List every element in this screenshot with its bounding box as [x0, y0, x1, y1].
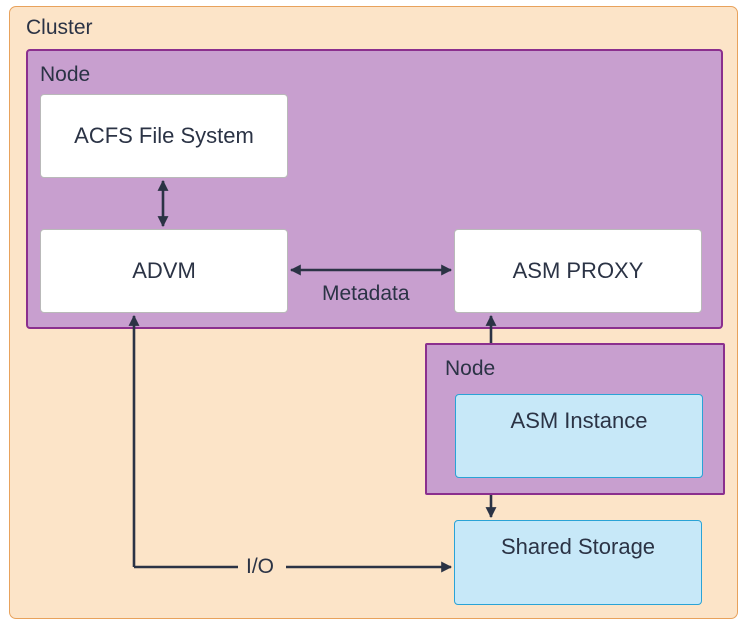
- node-asm-label: Node: [445, 357, 496, 380]
- asm-proxy-box: ASM PROXY: [454, 229, 702, 313]
- advm-label: ADVM: [132, 258, 196, 283]
- acfs-file-system-label: ACFS File System: [74, 123, 254, 148]
- cluster-label: Cluster: [26, 16, 93, 39]
- asm-instance-box: ASM Instance: [455, 394, 703, 478]
- node-top-label: Node: [40, 63, 91, 86]
- metadata-label: Metadata: [322, 282, 410, 305]
- shared-storage-box: Shared Storage: [454, 520, 702, 605]
- io-label: I/O: [246, 555, 275, 578]
- asm-instance-label: ASM Instance: [510, 408, 648, 433]
- asm-proxy-label: ASM PROXY: [512, 258, 644, 283]
- advm-box: ADVM: [40, 229, 288, 313]
- acfs-file-system-box: ACFS File System: [40, 94, 288, 178]
- shared-storage-label: Shared Storage: [500, 534, 656, 559]
